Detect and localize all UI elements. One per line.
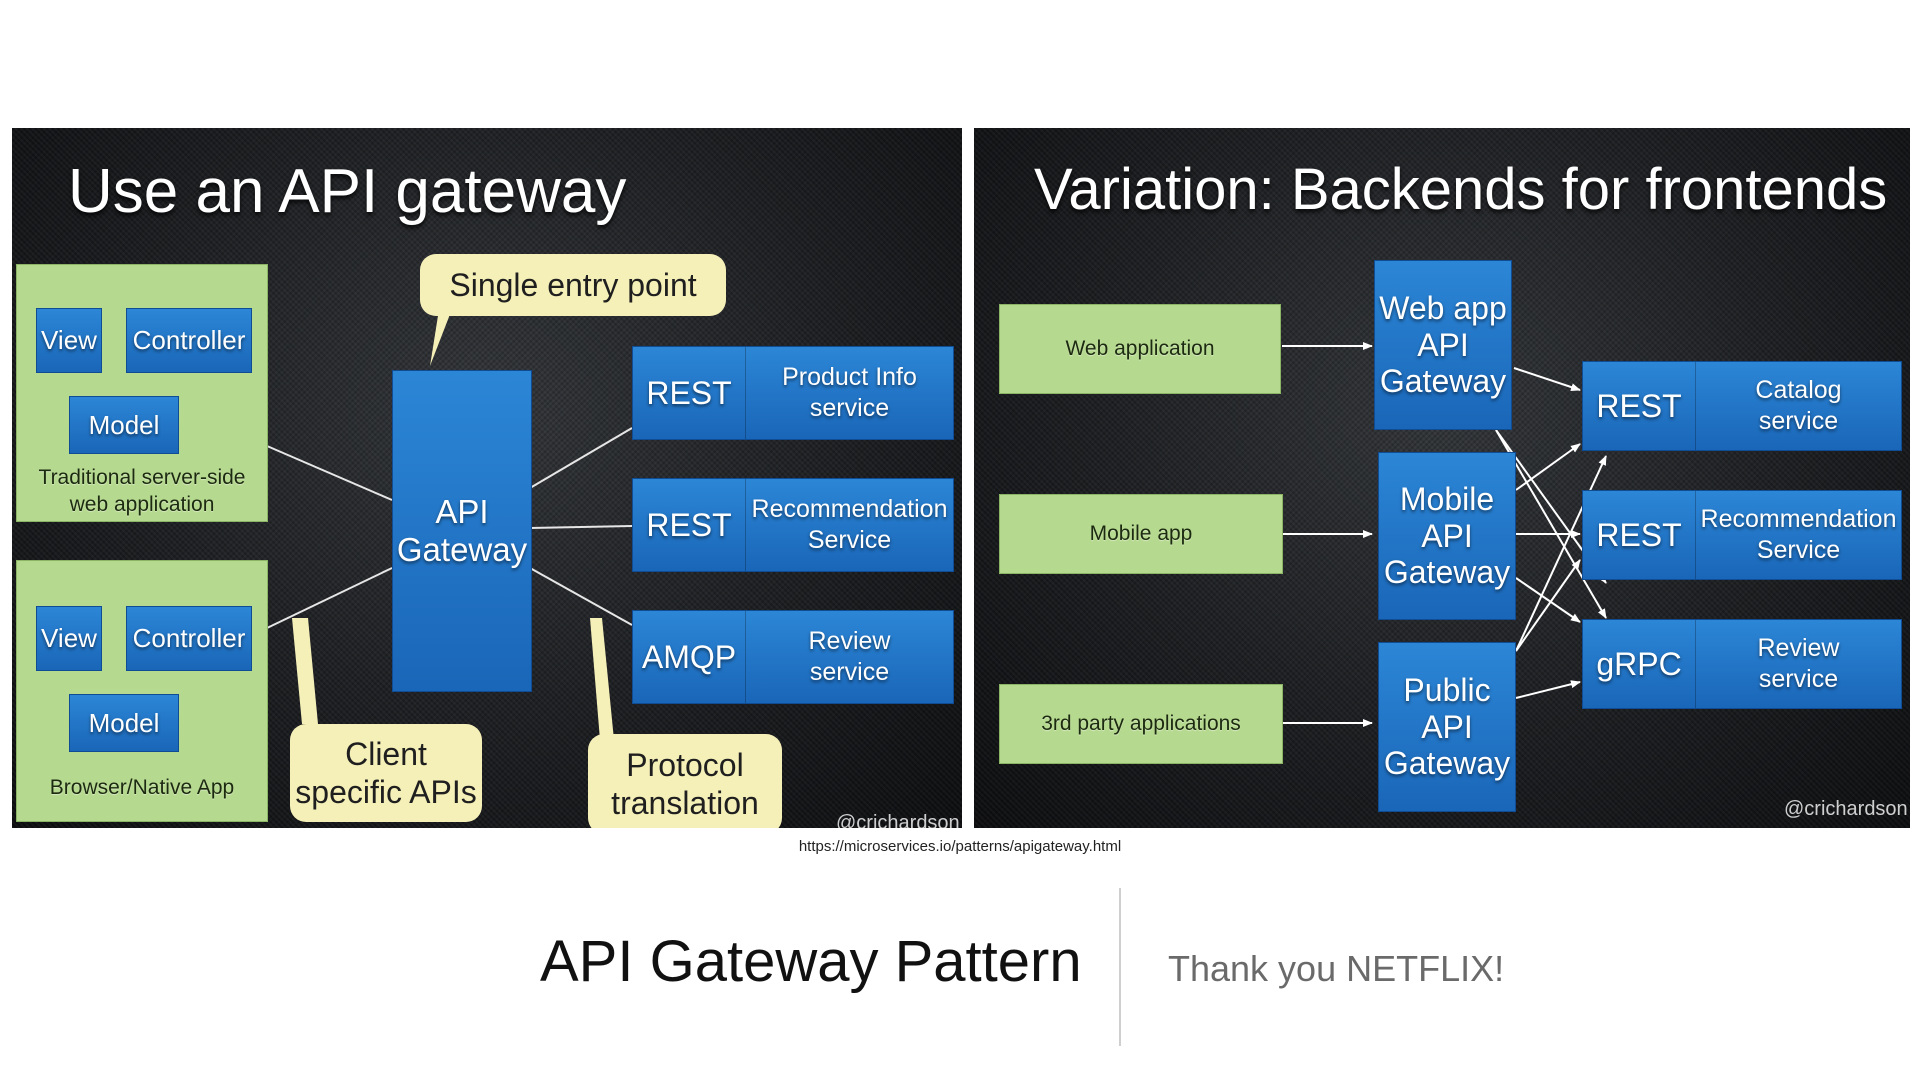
- controller-box: Controller: [126, 308, 252, 373]
- left-diagram-panel: Use an API gateway View Controller Model…: [12, 128, 962, 828]
- source-url: https://microservices.io/patterns/apigat…: [798, 838, 1122, 855]
- protocol-label: AMQP: [633, 611, 746, 703]
- thanks-note: Thank you NETFLIX!: [1168, 948, 1505, 989]
- protocol-label: gRPC: [1583, 620, 1696, 708]
- right-credit: @crichardson: [1784, 798, 1908, 820]
- model-box: Model: [69, 694, 179, 752]
- protocol-label: REST: [633, 479, 746, 571]
- browser-native-app-box: [16, 560, 268, 822]
- protocol-translation-callout: Protocol translation: [588, 734, 782, 828]
- single-entry-point-callout: Single entry point: [420, 254, 726, 316]
- traditional-web-app-label: Traditional server-side web application: [38, 466, 246, 517]
- protocol-label: REST: [1583, 362, 1696, 450]
- protocol-label: REST: [633, 347, 746, 439]
- mobile-app-box: Mobile app: [999, 494, 1283, 574]
- controller-box: Controller: [126, 606, 252, 671]
- web-application-box: Web application: [999, 304, 1281, 394]
- right-diagram-panel: Variation: Backends for frontends Web ap…: [974, 128, 1910, 828]
- view-box: View: [36, 606, 102, 671]
- divider: [1119, 888, 1121, 1046]
- browser-native-app-label: Browser/Native App: [49, 776, 235, 799]
- left-title: Use an API gateway: [68, 157, 627, 226]
- slide-title: API Gateway Pattern: [540, 929, 1082, 994]
- traditional-web-app-box: [16, 264, 268, 522]
- right-title: Variation: Backends for frontends: [1034, 157, 1888, 222]
- api-gateway-box: API Gateway: [392, 370, 532, 692]
- client-specific-apis-callout: Client specific APIs: [290, 724, 482, 822]
- third-party-applications-box: 3rd party applications: [999, 684, 1283, 764]
- protocol-label: REST: [1583, 491, 1696, 579]
- model-box: Model: [69, 396, 179, 454]
- left-credit: @crichardson: [836, 812, 960, 828]
- view-box: View: [36, 308, 102, 373]
